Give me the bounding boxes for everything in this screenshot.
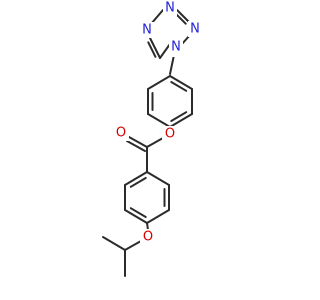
- tetrazole-nitrogen-4: N: [171, 40, 181, 55]
- bond-upper-phenyl: [169, 113, 193, 128]
- bond-c5-n2-double: [147, 41, 157, 58]
- bond-c-double-o: [128, 136, 148, 148]
- molecule-structure: N N N N O O O: [102, 0, 202, 277]
- bond-lower-phenyl: [146, 209, 170, 224]
- bond-c-double-o-2: [126, 140, 146, 152]
- bond-lower-phenyl: [124, 171, 148, 186]
- bond-lower-phenyl-inner: [129, 176, 147, 188]
- bond-n1-phenyl: [169, 54, 175, 75]
- bond-lower-phenyl: [124, 209, 148, 224]
- tetrazole-nitrogen-3: N: [190, 22, 200, 37]
- ester-link-oxygen: O: [165, 127, 175, 142]
- bond-n1-c5: [159, 43, 171, 59]
- bond-upper-phenyl-inner: [170, 80, 188, 92]
- bond-upper-phenyl: [169, 75, 193, 90]
- bond-n2-n3: [150, 9, 164, 25]
- bond-lines: [102, 9, 193, 277]
- bond-upper-phenyl-inner: [170, 111, 188, 123]
- bond-isopropyl-methyl-1: [102, 236, 126, 251]
- tetrazole-ring: N N N N: [140, 0, 202, 57]
- bond-n3-n4-double: [175, 13, 187, 25]
- bond-c5-n2: [149, 37, 161, 59]
- bond-lower-phenyl: [146, 171, 170, 186]
- bond-upper-phenyl: [147, 75, 171, 90]
- tetrazole-nitrogen-2: N: [142, 23, 152, 38]
- atom-labels: N N N N O O O: [113, 0, 202, 245]
- bond-ring-ether-o: [146, 222, 149, 231]
- ether-oxygen: O: [143, 230, 153, 245]
- bond-o-carbonyl-carbon: [146, 137, 164, 148]
- carbonyl-oxygen: O: [116, 126, 126, 141]
- bond-upper-phenyl: [147, 113, 171, 128]
- bond-lower-phenyl-inner: [129, 207, 147, 219]
- tetrazole-nitrogen-1: N: [165, 1, 175, 16]
- bond-o-isopropyl: [124, 240, 142, 251]
- bond-n3-n4: [176, 9, 191, 24]
